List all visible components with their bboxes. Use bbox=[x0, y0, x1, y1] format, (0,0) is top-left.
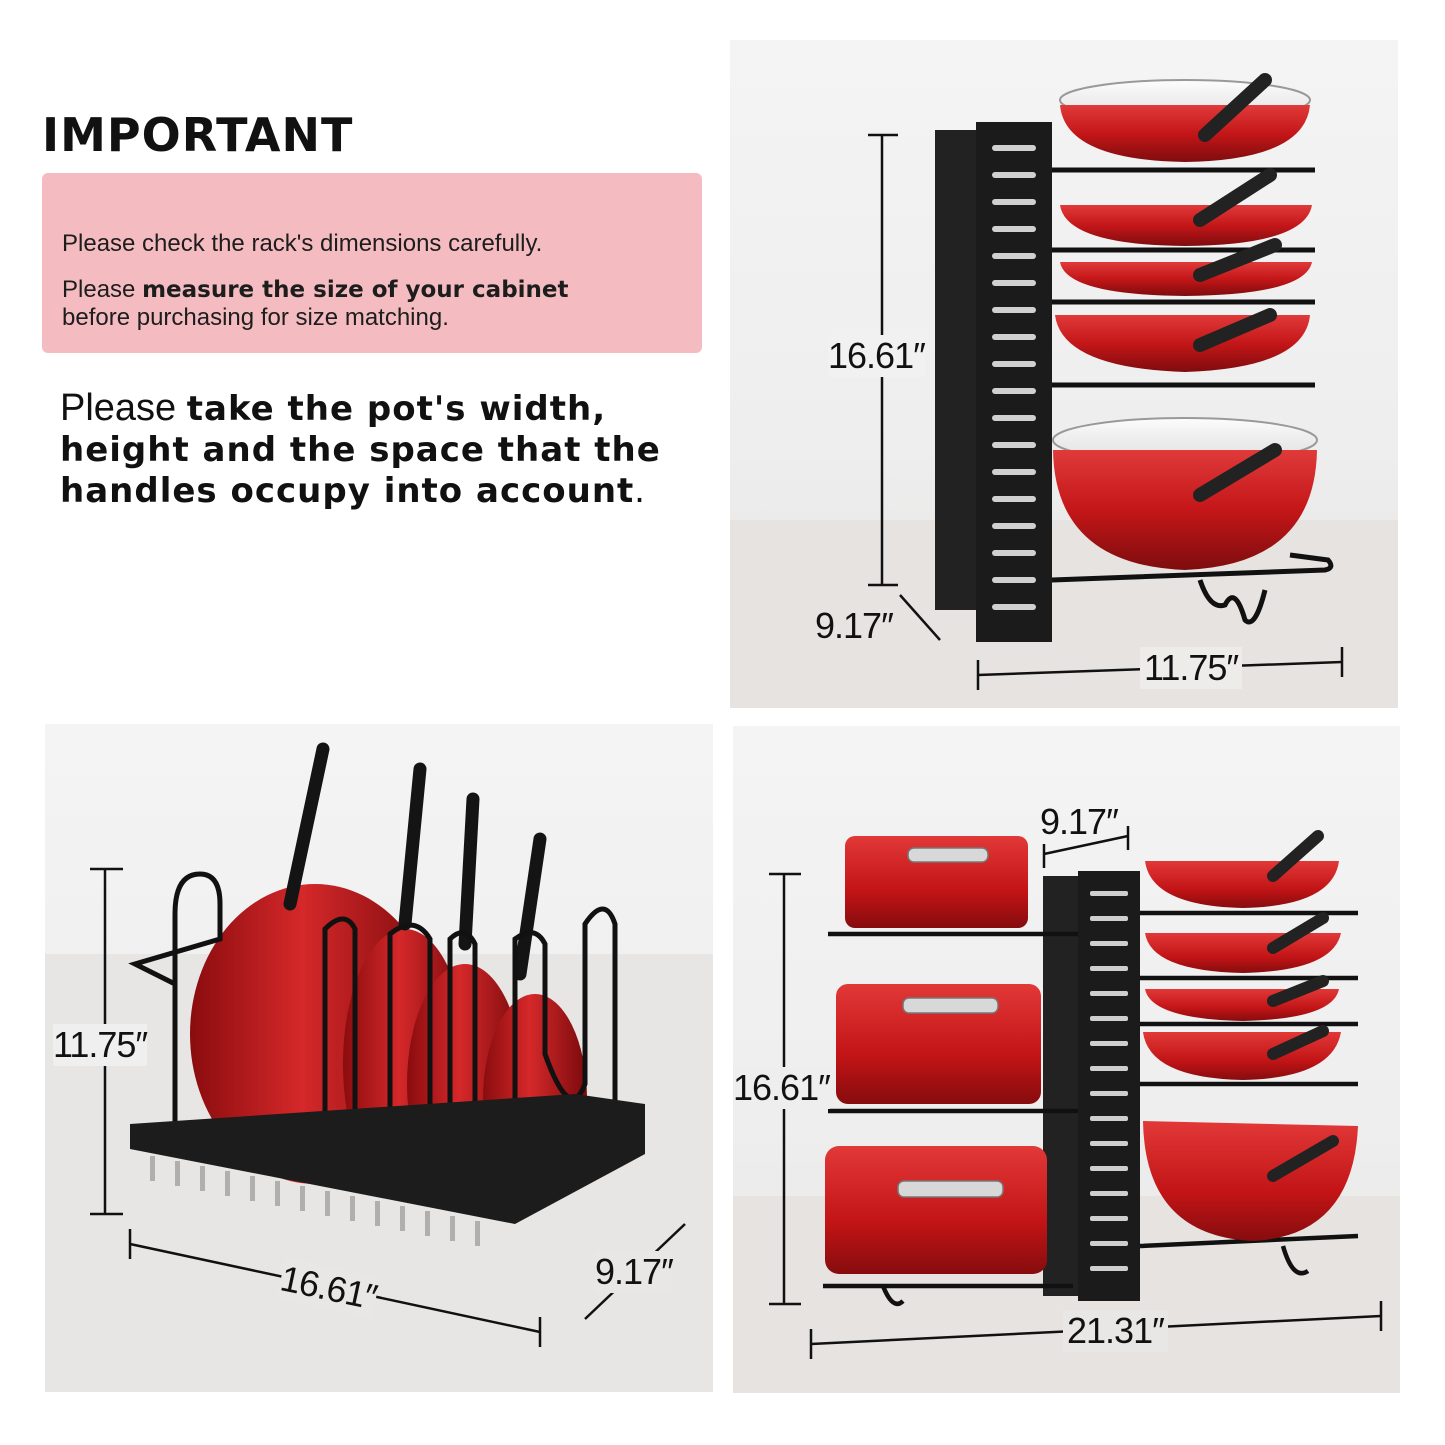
horizontal-rack-illustration bbox=[45, 742, 713, 1392]
advice-suffix: . bbox=[634, 469, 645, 511]
notice-box: Please check the rack's dimensions caref… bbox=[42, 173, 702, 353]
dim-width-label: 21.31″ bbox=[1063, 1310, 1168, 1352]
dim-height-label: 11.75″ bbox=[53, 1024, 148, 1066]
dim-depth-label: 9.17″ bbox=[595, 1251, 674, 1293]
notice-bold: measure the size of your cabinet bbox=[142, 277, 569, 303]
notice-line-1: Please check the rack's dimensions caref… bbox=[62, 230, 543, 257]
notice-prefix: Please bbox=[62, 276, 143, 303]
vertical-rack-illustration bbox=[730, 73, 1398, 708]
product-photo-horizontal: 11.75″ 16.61″ 9.17″ bbox=[45, 724, 713, 1392]
dim-height-label: 16.61″ bbox=[733, 1067, 831, 1109]
notice-line-3: before purchasing for size matching. bbox=[62, 304, 449, 331]
dim-height-label: 16.61″ bbox=[828, 335, 926, 377]
advice-prefix: Please bbox=[60, 387, 187, 429]
dim-depth-label: 9.17″ bbox=[815, 605, 894, 646]
advice-bold: take the pot's width, height and the spa… bbox=[60, 389, 661, 511]
double-rack-illustration bbox=[733, 826, 1400, 1393]
advice-text: Please take the pot's width, height and … bbox=[60, 388, 710, 511]
page-title: IMPORTANT bbox=[42, 108, 354, 162]
dim-width-label: 11.75″ bbox=[1140, 647, 1243, 689]
product-photo-vertical: 16.61″ 9.17″ 11.75″ bbox=[730, 40, 1398, 708]
product-photo-double: 9.17″ 16.61″ 21.31″ bbox=[733, 726, 1400, 1393]
dim-depth-label: 9.17″ bbox=[1040, 801, 1119, 842]
